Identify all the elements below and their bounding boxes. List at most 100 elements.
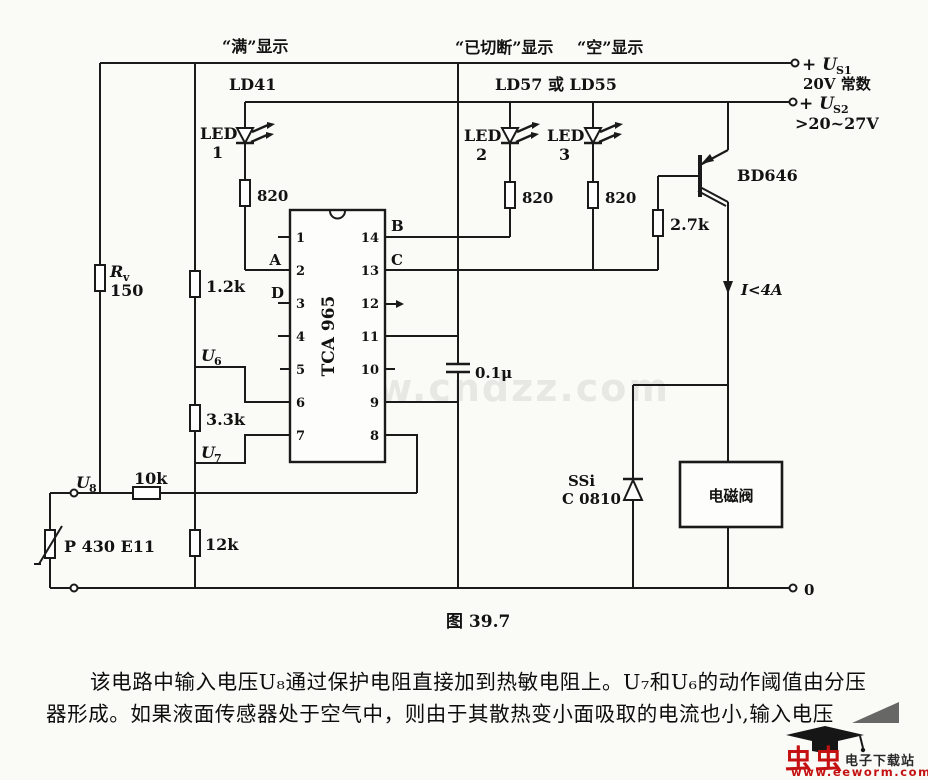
thermistor-label: P 430 E11 xyxy=(64,537,155,556)
left-pin-stubs xyxy=(278,236,290,370)
circuit-diagram: “满”显示 “已切断”显示 “空”显示 LD41 LD57 或 LD55 + U… xyxy=(34,37,879,632)
u7-label: U xyxy=(201,443,216,462)
led3-icon xyxy=(582,120,625,145)
pin-11: 11 xyxy=(361,330,379,345)
scan-artifact xyxy=(852,702,899,723)
r3k3-label: 3.3k xyxy=(206,410,246,429)
components xyxy=(34,58,800,593)
ic-notch xyxy=(329,210,346,220)
led3-label: LED xyxy=(547,126,584,145)
resistor-rv xyxy=(94,264,106,292)
us1-sub: S1 xyxy=(836,64,852,77)
led2-res-label: 820 xyxy=(522,189,553,207)
led1-icon xyxy=(234,120,277,145)
zero-label: 0 xyxy=(804,581,814,599)
u6-step-wire xyxy=(195,366,290,403)
logo-site-text: 电子下载站 xyxy=(845,754,916,769)
r12k-label: 12k xyxy=(205,535,239,554)
led1-label: LED xyxy=(200,124,237,143)
r10k-label: 10k xyxy=(134,469,168,488)
u7-sub: 7 xyxy=(214,452,222,465)
us2-sub: S2 xyxy=(833,103,849,116)
resistor-820-1 xyxy=(239,179,251,207)
display-full-label: “满”显示 xyxy=(222,37,288,56)
us1-label: + U xyxy=(802,55,838,75)
pin-3: 3 xyxy=(296,297,305,312)
graduation-cap-icon xyxy=(786,726,866,753)
resistor-1k2 xyxy=(189,270,201,298)
pin-4: 4 xyxy=(296,330,305,345)
led1-res-label: 820 xyxy=(257,187,288,205)
rv-label: R xyxy=(109,262,123,281)
pin-9: 9 xyxy=(370,396,379,411)
led1-num: 1 xyxy=(212,143,223,162)
ld41-label: LD41 xyxy=(229,75,276,94)
resistor-820-2 xyxy=(504,181,516,209)
resistor-10k xyxy=(132,486,161,500)
right-pin-stubs xyxy=(385,303,396,370)
valve-box xyxy=(678,460,784,529)
ld57-label: LD57 或 LD55 xyxy=(495,75,617,94)
cap-label: 0.1μ xyxy=(475,364,512,382)
transistor-label: BD646 xyxy=(737,166,798,185)
pin-1: 1 xyxy=(296,231,305,246)
port-b-label: B xyxy=(391,217,404,235)
ic-tca965 xyxy=(288,208,387,464)
r1k2-label: 1.2k xyxy=(206,277,246,296)
pin12-arrow-icon xyxy=(396,300,404,308)
pin-12: 12 xyxy=(361,297,379,312)
port-d-label: D xyxy=(271,284,284,302)
led2-icon xyxy=(499,120,542,145)
diagram-labels: “满”显示 “已切断”显示 “空”显示 LD41 LD57 或 LD55 + U… xyxy=(64,37,879,632)
us2-terminal xyxy=(788,97,798,107)
port-c-label: C xyxy=(391,251,403,269)
resistor-820-3 xyxy=(587,181,599,209)
diode-label-1: SSi xyxy=(568,472,595,490)
valve-label: 电磁阀 xyxy=(708,487,753,505)
display-empty-label: “空”显示 xyxy=(577,38,643,57)
u8-sub: 8 xyxy=(89,482,97,495)
bottom-left-terminal xyxy=(69,583,79,593)
u7-step-wire xyxy=(195,434,290,464)
resistor-12k xyxy=(189,529,201,557)
pin-13: 13 xyxy=(361,264,379,279)
diode-icon xyxy=(622,477,644,501)
thermistor-icon xyxy=(34,525,63,565)
description-line-2: 器形成。如果液面传感器处于空气中，则由于其散热变小面吸取的电流也小,输入电压 xyxy=(46,702,834,726)
pin-5: 5 xyxy=(296,363,305,378)
logo-url-text: www.eeworm.com xyxy=(791,765,928,779)
diode-label-2: C 0810 xyxy=(562,490,621,508)
us2-desc: >20~27V xyxy=(795,114,879,133)
rv-value: 150 xyxy=(110,281,143,300)
pin-6: 6 xyxy=(296,396,305,411)
current-arrow-icon xyxy=(723,281,733,294)
pin-10: 10 xyxy=(361,363,379,378)
logo-brand-text: 虫虫 xyxy=(785,745,845,776)
pin-2: 2 xyxy=(296,264,305,279)
u6-sub: 6 xyxy=(214,355,222,368)
led3-res-label: 820 xyxy=(605,189,636,207)
pin-8: 8 xyxy=(370,429,379,444)
led2-label: LED xyxy=(464,126,501,145)
description-line-1: 该电路中输入电压U₈通过保护电阻直接加到热敏电阻上。U₇和U₆的动作阈值由分压 xyxy=(90,670,867,694)
current-label: I<4A xyxy=(740,281,783,299)
us1-terminal xyxy=(790,58,800,68)
display-cutoff-label: “已切断”显示 xyxy=(455,38,553,57)
capacitor-icon xyxy=(446,362,470,374)
us2-label: + U xyxy=(799,94,835,114)
port-a-label: A xyxy=(268,251,281,269)
led2-num: 2 xyxy=(476,145,487,164)
ic-name-label: TCA 965 xyxy=(319,296,339,377)
pin8-wire xyxy=(385,434,418,493)
rv-sub: v xyxy=(122,271,130,284)
led3-num: 3 xyxy=(559,145,570,164)
zero-terminal xyxy=(788,583,798,593)
resistor-3k3 xyxy=(189,404,201,432)
transistor-bd646-icon xyxy=(697,149,729,207)
r2k7-label: 2.7k xyxy=(670,215,710,234)
resistor-2k7 xyxy=(652,209,664,237)
u8-label: U xyxy=(76,473,91,492)
figure-caption: 图 39.7 xyxy=(446,612,510,632)
u6-label: U xyxy=(201,346,216,365)
pin-14: 14 xyxy=(361,231,379,246)
